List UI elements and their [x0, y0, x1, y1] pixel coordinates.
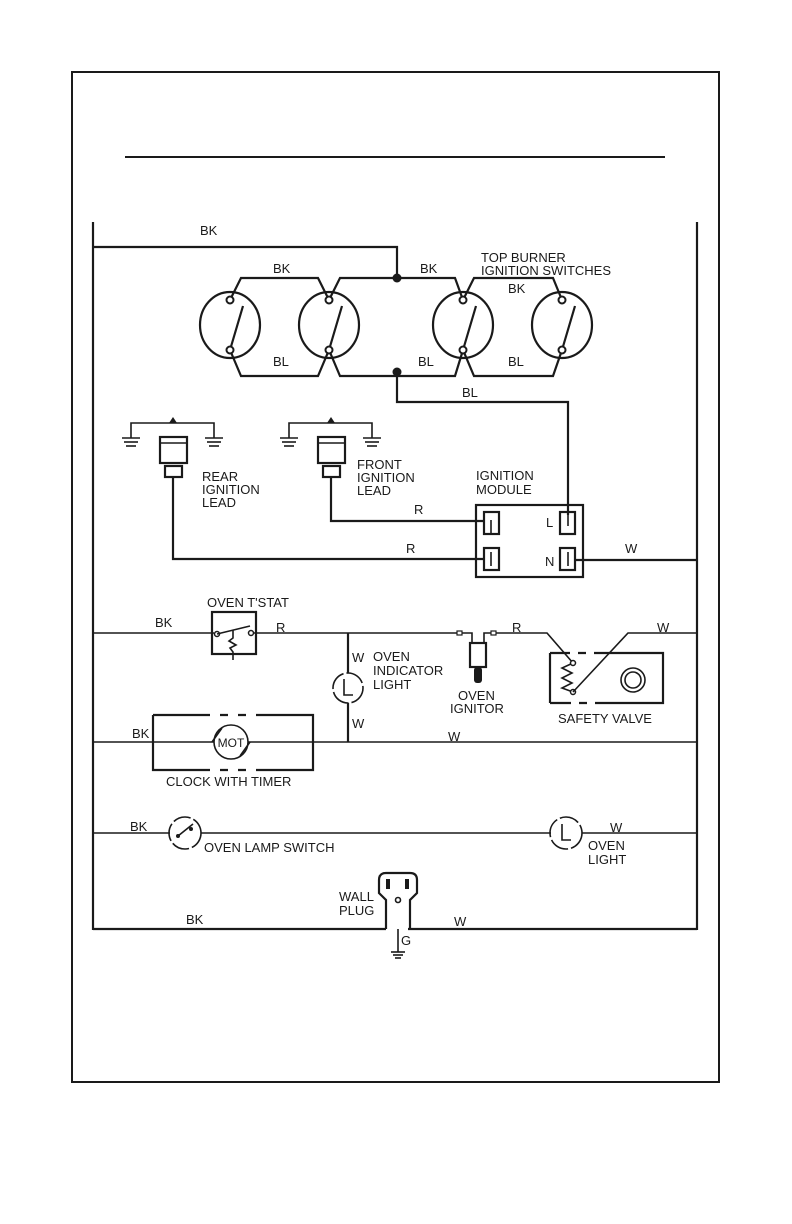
wire-label-bk: BK: [420, 261, 438, 276]
junction-dot: [393, 368, 402, 377]
clock-label: CLOCK WITH TIMER: [166, 774, 291, 789]
rear-lead-label: LEAD: [202, 495, 236, 510]
wire-label-w: W: [352, 650, 365, 665]
wire-label-w: W: [352, 716, 365, 731]
module-label: MODULE: [476, 482, 532, 497]
wire-label-bk: BK: [130, 819, 148, 834]
ignition-switch-2: [299, 292, 359, 358]
lamp-switch-label: OVEN LAMP SWITCH: [204, 840, 335, 855]
ignition-module: [476, 505, 583, 577]
wire-label-bk: BK: [273, 261, 291, 276]
r-valve-wire: [496, 633, 573, 663]
wall-plug-label: WALL: [339, 889, 374, 904]
wire-label-bk: BK: [155, 615, 173, 630]
wire-label-bl: BL: [273, 354, 289, 369]
page-border: [72, 72, 719, 1082]
oven-lamp-switch: [169, 817, 201, 849]
wire-label-bk: BK: [186, 912, 204, 927]
ignition-switch-3: [433, 292, 493, 358]
top-burner-switches: [200, 274, 592, 377]
safety-valve: [550, 633, 697, 703]
wire-label-bl: BL: [462, 385, 478, 400]
oven-light-label: OVEN: [588, 838, 625, 853]
oven-light: [550, 817, 582, 849]
oven-light-label: LIGHT: [588, 852, 626, 867]
wire-label-w: W: [657, 620, 670, 635]
wall-plug: [379, 873, 417, 958]
ignitor-label: IGNITOR: [450, 701, 504, 716]
rear-ignition-lead: [122, 417, 484, 559]
wire-label-r: R: [512, 620, 521, 635]
indicator-label: INDICATOR: [373, 663, 443, 678]
junction-dot: [393, 274, 402, 283]
ignition-switch-1: [200, 292, 260, 358]
wire-label-bk: BK: [508, 281, 526, 296]
wire-label-r: R: [276, 620, 285, 635]
wire-label-r: R: [414, 502, 423, 517]
wire-label-bk: BK: [200, 223, 218, 238]
ignition-switch-4: [532, 292, 592, 358]
oven-thermostat: [212, 612, 256, 660]
wire-label-w: W: [448, 729, 461, 744]
front-lead-label: LEAD: [357, 483, 391, 498]
module-label: IGNITION: [476, 468, 534, 483]
indicator-label: OVEN: [373, 649, 410, 664]
wire-label-w: W: [610, 820, 623, 835]
wire-label-w: W: [454, 914, 467, 929]
indicator-label: LIGHT: [373, 677, 411, 692]
oven-indicator-light: [333, 673, 363, 703]
terminal-n-label: N: [545, 554, 554, 569]
top-burner-label: IGNITION SWITCHES: [481, 263, 611, 278]
wire-label-g: G: [401, 933, 411, 948]
wire-label-bk: BK: [132, 726, 150, 741]
wire-label-r: R: [406, 541, 415, 556]
bk-feed-wire: [93, 247, 397, 278]
motor-label: MOT: [218, 736, 245, 750]
tstat-label: OVEN T'STAT: [207, 595, 289, 610]
wire-label-bl: BL: [508, 354, 524, 369]
wire-label-bl: BL: [418, 354, 434, 369]
terminal-l-label: L: [546, 515, 553, 530]
wire-label-w: W: [625, 541, 638, 556]
wall-plug-label: PLUG: [339, 903, 374, 918]
oven-ignitor: [457, 631, 496, 683]
safety-valve-label: SAFETY VALVE: [558, 711, 652, 726]
